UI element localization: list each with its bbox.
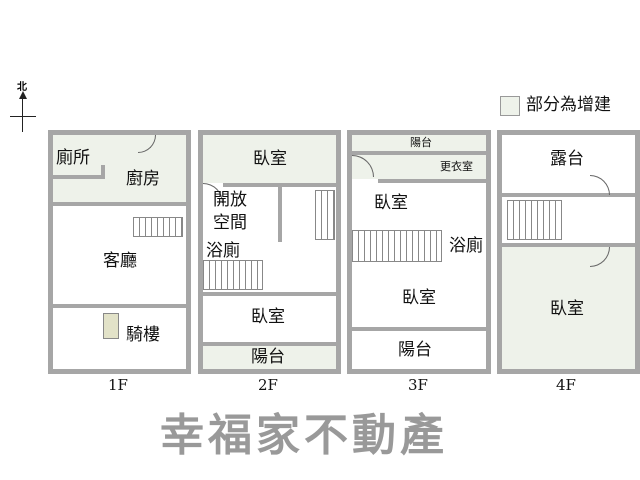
room-label: 露台	[550, 149, 584, 169]
room-label: 廚房	[126, 169, 160, 189]
floor-label: 3F	[408, 376, 428, 394]
addition-area	[203, 346, 336, 369]
stairs-icon	[352, 230, 442, 262]
room-label: 開放	[213, 190, 247, 210]
room-label: 更衣室	[440, 160, 473, 173]
addition-area	[53, 135, 186, 202]
floor-2f: 臥室 開放 空間 浴廁 臥室 陽台	[198, 130, 341, 374]
wall	[502, 193, 635, 197]
entrance-arrow-icon	[103, 313, 119, 339]
wall	[352, 327, 486, 331]
wall	[278, 187, 282, 242]
wall	[203, 342, 336, 346]
wall	[378, 179, 486, 183]
room-label: 陽台	[251, 347, 285, 367]
legend-label: 部分為增建	[526, 95, 611, 115]
room-label: 臥室	[402, 288, 436, 308]
floor-label: 2F	[258, 376, 278, 394]
room-label: 陽台	[398, 340, 432, 360]
wall	[53, 304, 186, 308]
compass-vertical-line	[22, 98, 23, 132]
door-icon	[590, 175, 610, 195]
stairs-icon	[133, 217, 183, 237]
wall	[53, 202, 186, 206]
addition-area	[352, 135, 486, 151]
floor-1f: 廁所 廚房 客廳 騎樓	[48, 130, 191, 374]
stairs-icon	[507, 200, 562, 240]
floor-3f: 陽台 更衣室 臥室 浴廁 臥室 陽台	[347, 130, 491, 374]
addition-area	[352, 155, 486, 179]
wall	[223, 183, 336, 187]
watermark: 幸福家不動產	[160, 410, 448, 461]
room-label: 浴廁	[206, 241, 240, 261]
room-label: 臥室	[253, 149, 287, 169]
wall	[53, 175, 105, 179]
north-compass: 北	[10, 78, 36, 132]
room-label: 浴廁	[449, 236, 483, 256]
floor-label: 1F	[108, 376, 128, 394]
room-label: 臥室	[251, 307, 285, 327]
wall	[203, 292, 336, 296]
room-label: 陽台	[410, 136, 432, 149]
legend-swatch	[500, 96, 520, 116]
room-label: 廁所	[56, 148, 90, 168]
addition-area	[502, 247, 635, 369]
room-label: 空間	[213, 213, 247, 233]
compass-horizontal-line	[10, 116, 36, 117]
floor-4f: 露台 臥室	[497, 130, 640, 374]
north-label: 北	[17, 82, 27, 93]
wall	[101, 165, 105, 179]
room-label: 臥室	[374, 193, 408, 213]
stairs-icon	[315, 190, 335, 240]
addition-area	[203, 135, 336, 183]
wall	[502, 243, 635, 247]
room-label: 臥室	[550, 299, 584, 319]
wall	[352, 151, 486, 155]
arrow-up-icon	[19, 91, 27, 99]
room-label: 客廳	[103, 251, 137, 271]
room-label: 騎樓	[126, 325, 160, 345]
stairs-icon	[203, 260, 263, 290]
floor-label: 4F	[556, 376, 576, 394]
